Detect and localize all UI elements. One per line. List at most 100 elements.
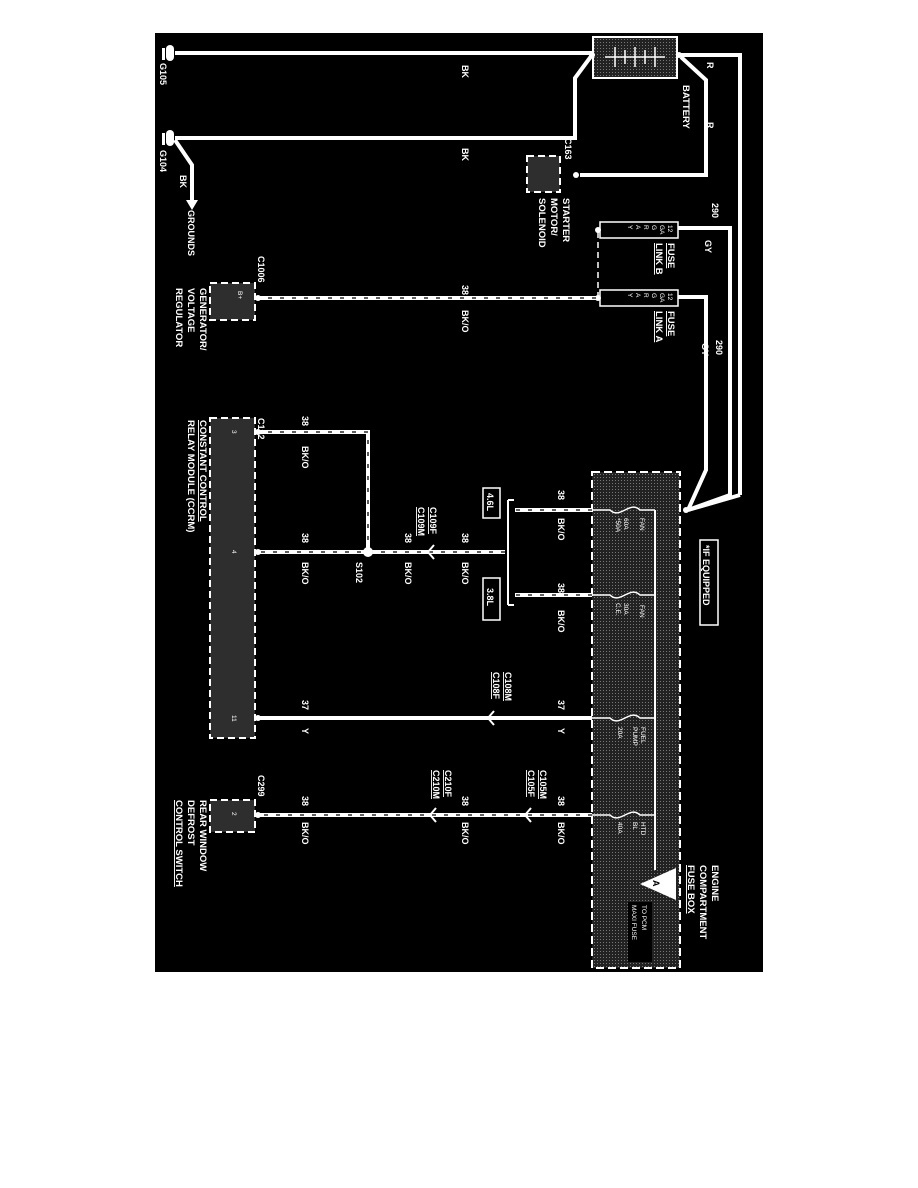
circuit-37: 37 — [300, 700, 310, 710]
connector-c210m: C210M — [431, 770, 441, 799]
connector-c163: C163 — [563, 138, 573, 160]
wire-color-y: Y — [556, 728, 566, 734]
circuit-37: 37 — [556, 700, 566, 710]
gauge-text: Y — [626, 293, 633, 298]
label-grounds: GROUNDS — [186, 210, 196, 256]
label-fuse-link-b: LINK B — [653, 243, 664, 275]
ground-symbol-g104 — [162, 130, 174, 146]
label-4-6l: 4.6L — [485, 493, 495, 512]
circuit-38: 38 — [556, 583, 566, 593]
gauge-text: A — [634, 225, 641, 230]
wire-r-outer — [679, 53, 742, 495]
fuse-rating: 30A — [622, 603, 629, 615]
wire-color-bk: BK — [460, 65, 470, 78]
wire-color-r: R — [705, 122, 715, 129]
circuit-38: 38 — [300, 533, 310, 543]
gauge-text: R — [642, 225, 649, 230]
wire-color-bko: BK/O — [556, 518, 566, 541]
circuit-38: 38 — [403, 533, 413, 543]
pin-label: 4 — [230, 550, 237, 554]
ground-symbol-g105 — [162, 45, 174, 61]
label-s102: S102 — [354, 562, 364, 583]
label-fuse-link-b: FUSE — [665, 243, 676, 268]
fuse-label: FAN — [638, 605, 645, 618]
label-3-8l: 3.8L — [485, 588, 495, 607]
label-starter: STARTER — [560, 198, 571, 242]
label-generator: GENERATOR/ — [197, 288, 208, 351]
fuse-rating: *50A — [614, 518, 621, 533]
engine-46-box — [482, 487, 501, 519]
connector-c109f: C109F — [428, 507, 438, 535]
label-defrost-switch: CONTROL SWITCH — [173, 800, 184, 887]
starter-box — [526, 155, 561, 193]
gauge-text: A — [634, 293, 641, 298]
circuit-38: 38 — [300, 416, 310, 426]
wire-r-starter — [580, 55, 708, 177]
label-g105: G105 — [158, 63, 168, 85]
wire-290-a — [678, 295, 708, 511]
label-g104: G104 — [158, 150, 168, 172]
wire-color-bk: BK — [178, 175, 188, 188]
ground-wires — [162, 45, 594, 210]
splice-s102 — [363, 547, 373, 557]
pin-label: B+ — [236, 291, 243, 299]
fuse-rating: 20A — [616, 727, 623, 739]
wire-color-r: R — [705, 62, 715, 69]
fuse-rating: 40A — [616, 822, 623, 834]
wire-color-gy: GY — [703, 240, 713, 253]
gauge-text: GA — [658, 225, 665, 235]
connector-a-arrow — [640, 868, 676, 900]
circuit-38: 38 — [460, 533, 470, 543]
label-fuse-box: COMPARTMENT — [697, 865, 708, 939]
label-defrost-switch: DEFROST — [185, 800, 196, 846]
wire-color-bko: BK/O — [556, 610, 566, 633]
pcm-maxi-fuse-box — [628, 902, 652, 962]
circuit-38: 38 — [300, 796, 310, 806]
wire-color-y: Y — [300, 728, 310, 734]
label-to-pcm: TO PCM — [640, 905, 647, 930]
gauge-text: G — [650, 225, 657, 230]
connector-c192: C192 — [256, 418, 266, 440]
label-if-equipped: *IF EQUIPPED — [701, 545, 711, 606]
fuse-label: PUMP — [631, 727, 638, 746]
wire-color-bko: BK/O — [460, 310, 470, 333]
fuse-symbols — [592, 506, 655, 819]
wire-color-bko: BK/O — [300, 822, 310, 845]
connector-c109 — [426, 544, 435, 560]
wire-color-bko: BK/O — [300, 446, 310, 469]
connector-c109m: C109M — [416, 507, 426, 536]
engine-38-box — [482, 577, 501, 621]
connector-c210f: C210F — [443, 770, 453, 798]
wire-color-bko: BK/O — [460, 562, 470, 585]
label-fuse-box: FUSE BOX — [685, 865, 696, 914]
defrost-switch-box — [209, 799, 256, 833]
fuse-label: FUEL — [639, 727, 646, 744]
connector-c299: C299 — [256, 775, 266, 797]
gauge-text: R — [642, 293, 649, 298]
circuit-38: 38 — [460, 796, 470, 806]
connector-c105f: C105F — [526, 770, 536, 798]
fuse-rating: C.E. — [614, 603, 621, 616]
label-fuse-link-a: FUSE — [665, 311, 676, 336]
fuse-rating: 60A — [622, 518, 629, 530]
label-fuse-link-a: LINK A — [653, 311, 664, 342]
wire-color-bko: BK/O — [460, 822, 470, 845]
connector-c108f: C108F — [491, 672, 501, 700]
label-defrost-switch: REAR WINDOW — [197, 800, 208, 871]
gauge-text: 12 — [666, 225, 673, 233]
wire-color-bko: BK/O — [403, 562, 413, 585]
ccrm-box — [209, 417, 256, 739]
generator-box — [209, 282, 256, 321]
pin-label: 3 — [230, 430, 237, 434]
gauge-text: G — [650, 293, 657, 298]
label-battery: BATTERY — [680, 85, 691, 129]
label-maxi-fuse: MAXI FUSE — [630, 905, 637, 941]
battery — [589, 36, 682, 79]
connector-c108m: C108M — [503, 672, 513, 701]
label-generator: VOLTAGE — [185, 288, 196, 333]
label-ccrm: CONSTANT CONTROL — [197, 420, 208, 522]
circuit-290: 290 — [714, 340, 724, 355]
pin-label: 11 — [230, 715, 237, 722]
gauge-text: GA — [658, 293, 665, 303]
